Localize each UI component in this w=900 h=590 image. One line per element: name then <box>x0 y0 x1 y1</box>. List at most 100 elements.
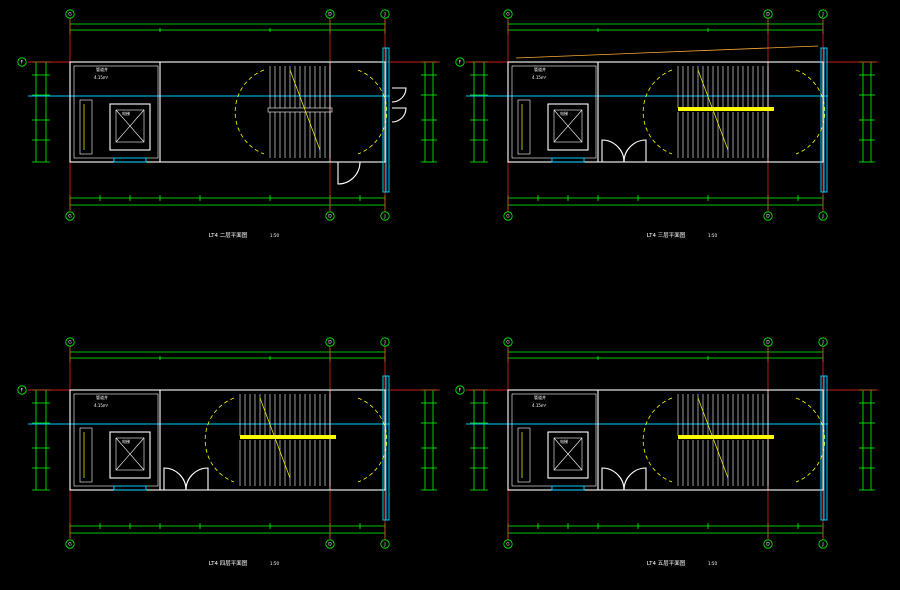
room-label: 管道井 <box>96 66 108 72</box>
room-label: 管道井 <box>96 394 108 400</box>
shaft-slot <box>517 427 531 483</box>
axis-bubble-label: D <box>328 542 332 548</box>
axis-bubble-bottom <box>65 539 75 549</box>
axis-bubble-label: G <box>506 340 510 346</box>
room-area: 4.15m² <box>532 403 547 408</box>
elevator-shaft <box>547 103 589 151</box>
elevator-label: 电梯 <box>560 110 568 116</box>
door-swing <box>391 87 407 103</box>
stair-direction-arrow <box>259 397 291 479</box>
elevator-car <box>553 109 583 143</box>
axis-bubble-left <box>455 385 465 395</box>
door-swing <box>391 107 407 123</box>
stair-arc <box>204 397 235 483</box>
outer-wall <box>69 389 386 491</box>
axis-bubble-bottom <box>503 539 513 549</box>
axis-bubble-bottom <box>325 211 335 221</box>
shaft-slot <box>79 99 93 155</box>
plan-title: LT4 五层平面图 <box>647 559 686 567</box>
axis-bubble-label: D <box>766 12 770 18</box>
outer-wall <box>507 61 824 163</box>
axis-bubble-label: D <box>766 340 770 346</box>
axis-bubble-label: J <box>821 340 823 346</box>
axis-bubble-label: G <box>506 214 510 220</box>
axis-bubble-left <box>17 57 27 67</box>
axis-bubble-bottom <box>503 211 513 221</box>
plan-scale: 1:50 <box>708 561 717 566</box>
stair-arc <box>642 397 673 483</box>
axis-bubble-bottom <box>65 211 75 221</box>
elevator-shaft <box>109 103 151 151</box>
stair-direction-arrow <box>697 397 729 479</box>
axis-bubble-label: J <box>821 214 823 220</box>
stair-landing <box>267 107 333 113</box>
axis-bubble-label: J <box>383 214 385 220</box>
axis-bubble-top <box>65 337 75 347</box>
axis-bubble-bottom <box>380 211 390 221</box>
axis-bubble-top <box>65 9 75 19</box>
axis-bubble-label: G <box>506 12 510 18</box>
axis-bubble-top <box>380 9 390 19</box>
elevator-door <box>113 485 147 491</box>
shaft-slot <box>517 99 531 155</box>
axis-bubble-bottom <box>818 539 828 549</box>
axis-bubble-top <box>763 337 773 347</box>
elevator-door <box>551 485 585 491</box>
outer-wall <box>69 61 386 163</box>
plan-scale: 1:50 <box>270 561 279 566</box>
axis-bubble-label: J <box>383 340 385 346</box>
stair-handrail <box>678 435 774 439</box>
room-label: 管道井 <box>534 66 546 72</box>
stair-arc <box>357 397 388 483</box>
axis-bubble-label: F <box>21 60 24 66</box>
plan-title: LT4 三层平面图 <box>647 231 686 239</box>
elevator-cross <box>553 109 583 143</box>
axis-bubble-bottom <box>380 539 390 549</box>
axis-bubble-left <box>17 385 27 395</box>
elevator-car <box>553 437 583 471</box>
axis-bubble-top <box>325 337 335 347</box>
axis-bubble-label: J <box>383 12 385 18</box>
stair-arc <box>795 69 826 155</box>
elevator-door <box>113 157 147 163</box>
room-area: 4.15m² <box>94 403 109 408</box>
axis-bubble-label: G <box>68 214 72 220</box>
axis-bubble-label: D <box>328 340 332 346</box>
axis-bubble-top <box>380 337 390 347</box>
elevator-cross <box>115 109 145 143</box>
stair-direction-arrow <box>697 69 729 151</box>
axis-bubble-bottom <box>325 539 335 549</box>
door-swing <box>185 467 209 491</box>
axis-bubble-label: G <box>68 12 72 18</box>
stair-arc <box>795 397 826 483</box>
stair-handrail <box>240 435 336 439</box>
door-swing <box>337 161 361 185</box>
elevator-shaft <box>547 431 589 479</box>
axis-bubble-bottom <box>763 211 773 221</box>
axis-bubble-label: F <box>459 388 462 394</box>
axis-bubble-top <box>325 9 335 19</box>
door-swing <box>163 467 187 491</box>
plan-scale: 1:50 <box>708 233 717 238</box>
door-swing <box>623 139 647 163</box>
axis-bubble-label: D <box>766 214 770 220</box>
axis-bubble-top <box>503 9 513 19</box>
axis-bubble-label: J <box>821 12 823 18</box>
axis-bubble-label: D <box>328 12 332 18</box>
axis-bubble-left <box>455 57 465 67</box>
axis-bubble-label: D <box>766 542 770 548</box>
axis-bubble-bottom <box>818 211 828 221</box>
stair-arc <box>642 69 673 155</box>
stair-arc <box>234 69 265 155</box>
axis-bubble-top <box>503 337 513 347</box>
elevator-label: 电梯 <box>560 438 568 444</box>
axis-bubble-bottom <box>763 539 773 549</box>
plan-title: LT4 四层平面图 <box>209 559 248 567</box>
elevator-door <box>551 157 585 163</box>
elevator-car <box>115 437 145 471</box>
room-area: 4.15m² <box>532 75 547 80</box>
